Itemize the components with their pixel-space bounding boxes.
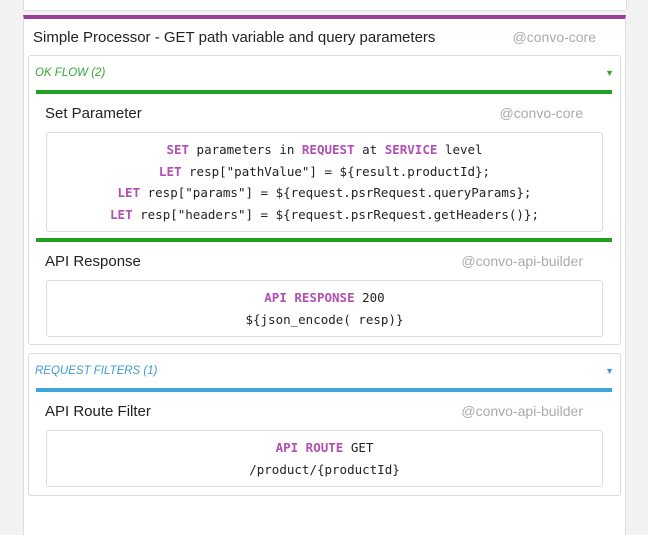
code-block: API ROUTE GET/product/{productId} [46,430,603,487]
request-filters-header[interactable]: REQUEST FILTERS (1) ▼ [29,354,620,388]
code-line: API RESPONSE 200 [47,287,602,309]
previous-card [23,0,627,11]
processor-card: Simple Processor - GET path variable and… [23,15,626,535]
step-title: API Response [45,252,141,270]
step-owner: @convo-api-builder [461,253,583,269]
code-keyword: REQUEST [301,142,355,157]
processor-header[interactable]: Simple Processor - GET path variable and… [24,19,625,55]
step-api-response[interactable]: API Response @convo-api-builder API RESP… [36,238,612,337]
ok-flow-section: OK FLOW (2) ▼ Set Parameter @convo-core … [28,55,621,345]
code-keyword: API RESPONSE [264,290,355,305]
code-text: 200 [354,290,385,305]
request-filters-label: REQUEST FILTERS (1) [35,365,158,377]
code-block: SET parameters in REQUEST at SERVICE lev… [46,132,603,232]
code-line: LET resp["params"] = ${request.psrReques… [47,182,602,204]
code-text: at [354,142,385,157]
code-text: parameters in [189,142,302,157]
step-title: Set Parameter [45,104,142,122]
processor-title: Simple Processor - GET path variable and… [33,28,436,46]
code-keyword: LET [158,163,182,179]
code-text: resp["params"] = ${request.psrRequest.qu… [140,185,532,200]
step-owner: @convo-core [499,105,583,121]
step-header: API Route Filter @convo-api-builder [36,392,612,430]
code-line: LET resp["pathValue"] = ${result.product… [47,161,602,183]
code-text: level [437,142,483,157]
code-text: GET [343,440,374,455]
code-line: LET resp["headers"] = ${request.psrReque… [47,204,602,226]
code-line: API ROUTE GET [47,437,602,459]
code-keyword: API ROUTE [275,440,344,455]
step-title: API Route Filter [45,402,151,420]
code-keyword: LET [110,206,133,222]
processor-owner: @convo-core [512,29,596,45]
code-keyword: SERVICE [384,142,438,157]
step-header: Set Parameter @convo-core [36,94,612,132]
code-line: SET parameters in REQUEST at SERVICE lev… [47,139,602,161]
caret-down-icon[interactable]: ▼ [605,366,614,376]
code-block: API RESPONSE 200 ${json_encode( resp)} [46,280,603,337]
code-keyword: LET [117,185,141,200]
code-keyword: SET [166,142,190,157]
caret-down-icon[interactable]: ▼ [605,68,614,78]
request-filters-section: REQUEST FILTERS (1) ▼ API Route Filter @… [28,353,621,496]
step-header: API Response @convo-api-builder [36,242,612,280]
code-line: /product/{productId} [47,459,602,481]
code-text: /product/{productId} [249,461,400,477]
step-api-route-filter[interactable]: API Route Filter @convo-api-builder API … [36,388,612,487]
step-set-parameter[interactable]: Set Parameter @convo-core SET parameters… [36,90,612,232]
code-text: ${json_encode( resp)} [245,311,404,327]
code-text: resp["pathValue"] = ${result.productId}; [181,163,491,179]
code-line: ${json_encode( resp)} [47,309,602,331]
code-text: resp["headers"] = ${request.psrRequest.g… [132,206,539,222]
ok-flow-header[interactable]: OK FLOW (2) ▼ [29,56,620,90]
step-owner: @convo-api-builder [461,403,583,419]
ok-flow-label: OK FLOW (2) [35,67,106,79]
